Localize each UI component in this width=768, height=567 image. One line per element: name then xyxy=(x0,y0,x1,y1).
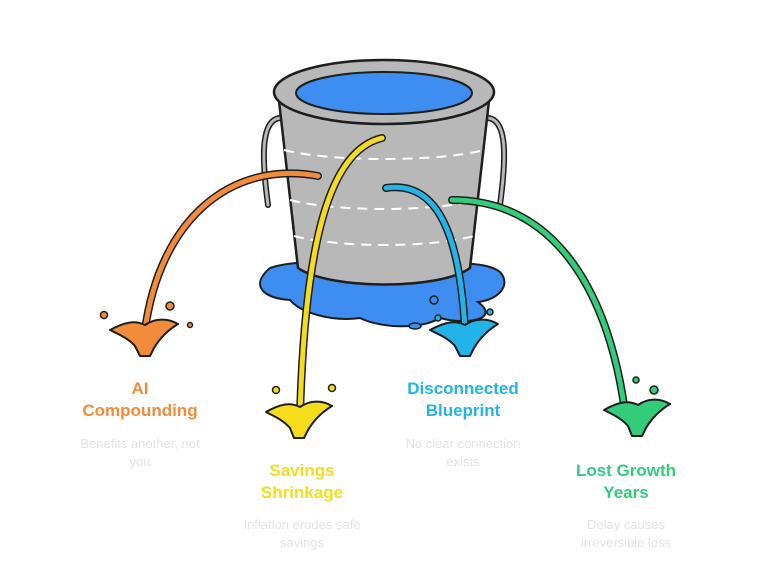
splash-icon xyxy=(109,318,179,357)
splash-icon xyxy=(603,398,671,437)
disconnected-blueprint-title: Disconnected Blueprint xyxy=(383,378,543,422)
desc-line: exists xyxy=(446,454,480,469)
bucket-band xyxy=(283,149,485,160)
splash-icon xyxy=(429,318,499,357)
ai-compounding-title: AI Compounding xyxy=(60,378,220,422)
splash-drop xyxy=(327,383,337,393)
splash-drop xyxy=(186,321,194,329)
splash-drop xyxy=(99,310,109,320)
orange-stream xyxy=(142,170,321,333)
water-drop xyxy=(408,322,422,330)
water-drop xyxy=(429,295,439,305)
desc-line: savings xyxy=(279,535,325,550)
title-line: Lost Growth xyxy=(575,461,677,480)
bucket-handle xyxy=(262,116,282,207)
disconnected-blueprint-description: No clear connection exists xyxy=(378,435,548,471)
title-line: AI xyxy=(131,379,149,398)
splash-drop xyxy=(632,376,640,384)
splash-icon xyxy=(265,400,333,439)
desc-line: Inflation erodes safe xyxy=(243,517,361,532)
desc-line: Benefits another, not xyxy=(80,436,200,451)
title-line: Disconnected xyxy=(407,379,519,398)
yellow-stream xyxy=(297,135,385,418)
green-stream xyxy=(449,197,628,415)
splash-drop xyxy=(649,385,659,395)
bucket-handle xyxy=(486,116,506,207)
lost-growth-years-description: Delay causes irreversible loss xyxy=(541,516,711,552)
title-line: Compounding xyxy=(82,401,198,420)
splash-drop xyxy=(434,314,442,322)
bucket-band xyxy=(293,235,475,246)
desc-line: No clear connection xyxy=(405,436,521,451)
title-line: Years xyxy=(603,483,649,502)
desc-line: Delay causes xyxy=(586,517,666,532)
lost-growth-years-title: Lost Growth Years xyxy=(546,460,706,504)
title-line: Blueprint xyxy=(425,401,501,420)
ai-compounding-description: Benefits another, not you xyxy=(55,435,225,471)
title-line: Savings xyxy=(269,461,335,480)
savings-shrinkage-title: Savings Shrinkage xyxy=(222,460,382,504)
desc-line: you xyxy=(129,454,151,469)
savings-shrinkage-description: Inflation erodes safe savings xyxy=(217,516,387,552)
bucket-water xyxy=(295,71,473,115)
title-line: Shrinkage xyxy=(260,483,344,502)
blue-stream xyxy=(383,184,468,333)
splash-drop xyxy=(486,308,494,316)
splash-drop xyxy=(165,301,175,311)
splash-drop xyxy=(271,385,281,395)
desc-line: irreversible loss xyxy=(580,535,672,550)
